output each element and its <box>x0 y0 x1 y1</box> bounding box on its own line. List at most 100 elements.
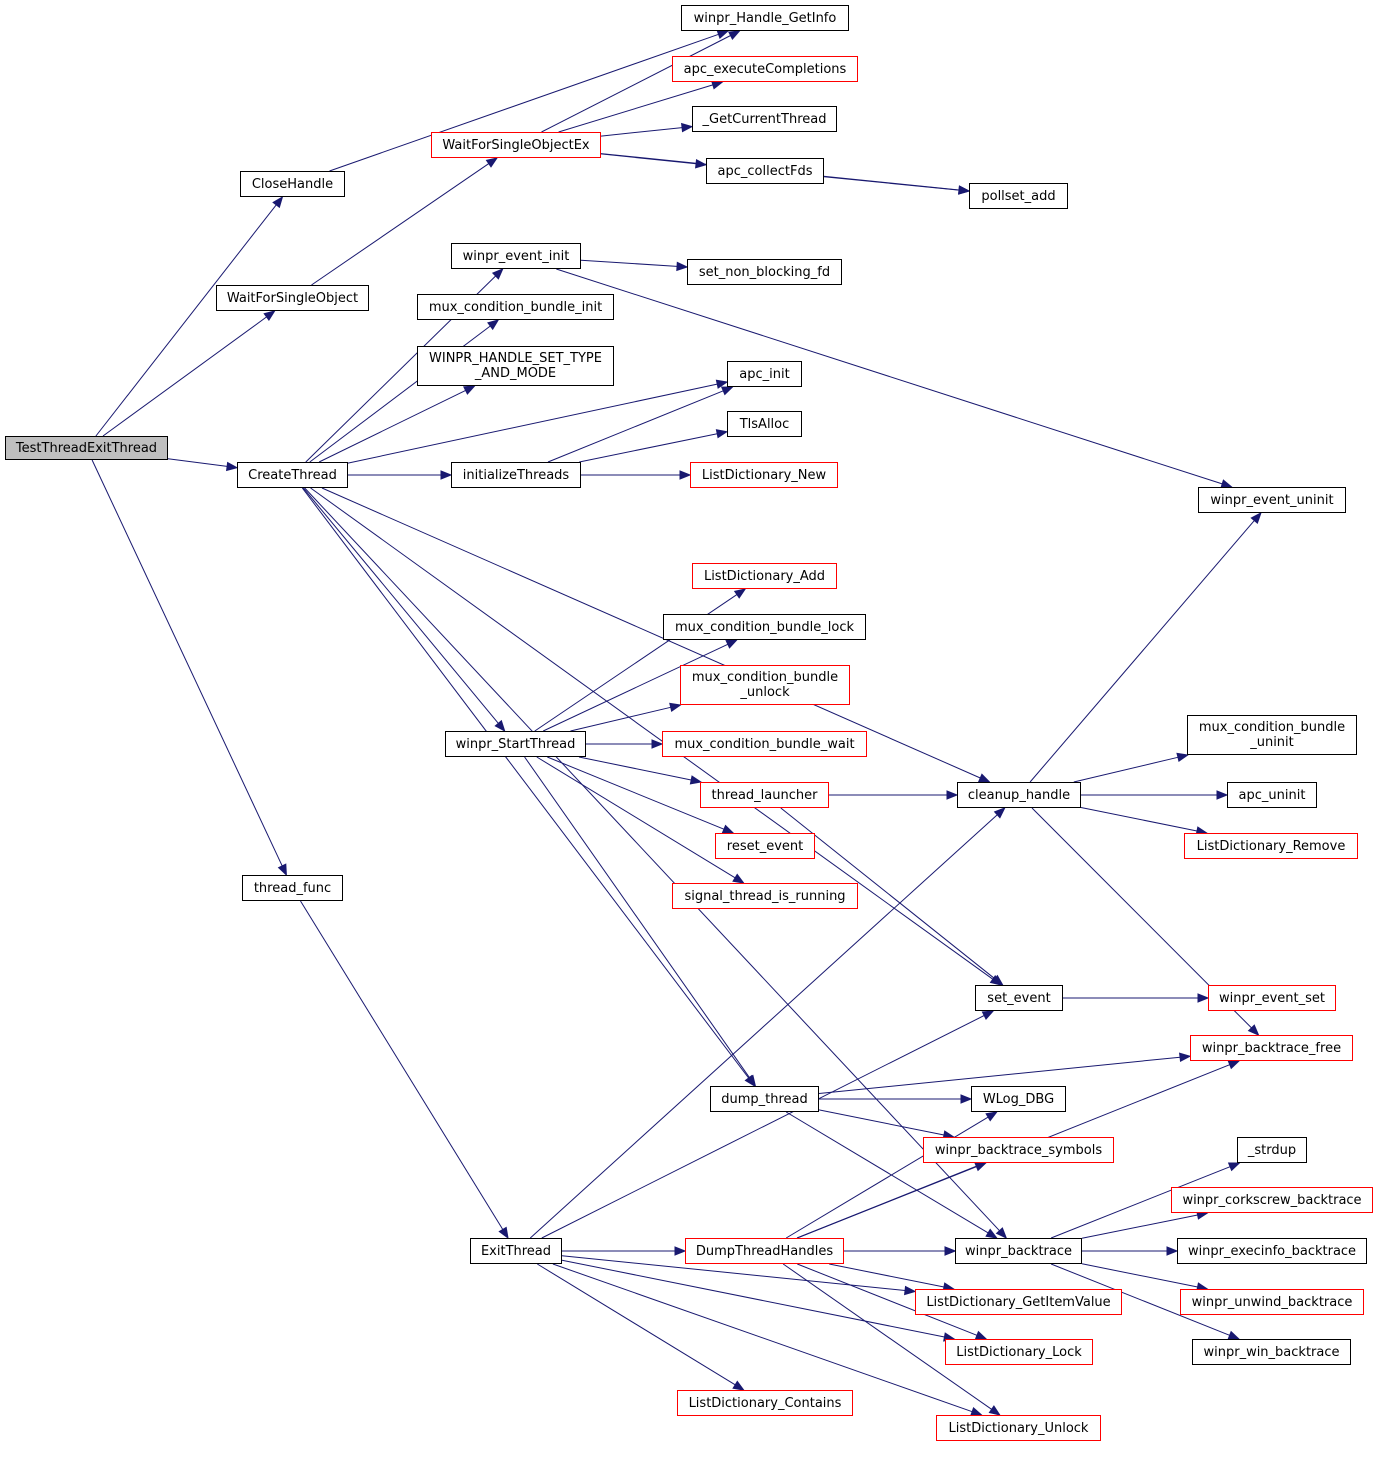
edge-winpr-startthread-to-reset-event <box>547 756 725 830</box>
edge-arrowhead <box>1250 511 1262 525</box>
node-winpr-backtrace-symbols[interactable]: winpr_backtrace_symbols <box>923 1137 1114 1163</box>
edge-arrowhead <box>491 268 504 280</box>
node-winpr-win-backtrace[interactable]: winpr_win_backtrace <box>1192 1339 1351 1365</box>
node-signal-thread-is-running[interactable]: signal_thread_is_running <box>672 883 858 909</box>
edge-cleanup-handle-to-winpr-event-uninit <box>1029 520 1255 783</box>
edge-arrowhead <box>263 310 276 321</box>
node-waitforsingleobject[interactable]: WaitForSingleObject <box>216 285 369 311</box>
edge-winpr-startthread-to-dump-thread <box>524 756 751 1079</box>
edge-arrowhead <box>993 807 1006 819</box>
node-dumpthreadhandles[interactable]: DumpThreadHandles <box>685 1238 844 1264</box>
edge-testthreadexitthread-to-thread-func <box>91 459 283 867</box>
edge-exitthread-to-listdictionary-getitemvalue <box>561 1255 906 1291</box>
edge-dump-thread-to-winpr-backtrace-symbols <box>818 1109 945 1136</box>
edge-winpr-startthread-to-signal-thread-is-running <box>536 756 736 879</box>
edge-winpr-backtrace-to-winpr-corkscrew-backtrace <box>1081 1214 1198 1239</box>
node-initializethreads[interactable]: initializeThreads <box>451 462 581 488</box>
edge-arrowhead <box>981 1010 995 1020</box>
node-pollset-add[interactable]: pollset_add <box>969 183 1068 209</box>
edge-waitforsingleobjectex-to-apc-executecompletions <box>558 84 713 133</box>
edge-arrowhead <box>715 379 729 389</box>
edge-arrowhead <box>985 1111 998 1122</box>
node-closehandle[interactable]: CloseHandle <box>240 171 345 197</box>
node-winpr-handle-set-type-and-mode[interactable]: WINPR_HANDLE_SET_TYPE _AND_MODE <box>417 346 614 386</box>
node-winpr-backtrace-free[interactable]: winpr_backtrace_free <box>1190 1035 1353 1061</box>
edge-cleanup-handle-to-listdictionary-remove <box>1080 807 1198 832</box>
node-wlog-dbg[interactable]: WLog_DBG <box>971 1086 1066 1112</box>
node-set-event[interactable]: set_event <box>975 985 1063 1011</box>
edge-createthread-to-apc-init <box>347 383 718 464</box>
node-listdictionary-contains[interactable]: ListDictionary_Contains <box>677 1390 853 1416</box>
node-listdictionary-getitemvalue[interactable]: ListDictionary_GetItemValue <box>915 1289 1122 1315</box>
edge-exitthread-to-listdictionary-contains <box>537 1263 736 1386</box>
node-listdictionary-add[interactable]: ListDictionary_Add <box>692 563 837 589</box>
edge-waitforsingleobject-to-waitforsingleobjectex <box>311 163 490 286</box>
edge-exitthread-to-set-event <box>541 1015 985 1239</box>
node-apc-collectfds[interactable]: apc_collectFds <box>706 158 824 184</box>
edge-createthread-to-dump-thread <box>301 487 749 1079</box>
node-winpr-corkscrew-backtrace[interactable]: winpr_corkscrew_backtrace <box>1171 1187 1373 1213</box>
node-winpr-event-init[interactable]: winpr_event_init <box>451 243 581 269</box>
edge-apc-collectfds-to-pollset-add <box>823 176 960 191</box>
edge-dumpthreadhandles-to-wlog-dbg <box>785 1116 989 1239</box>
node-winpr-backtrace[interactable]: winpr_backtrace <box>955 1238 1082 1264</box>
node-apc-executecompletions[interactable]: apc_executeCompletions <box>672 56 858 82</box>
edge-arrowhead <box>977 773 991 783</box>
node-listdictionary-remove[interactable]: ListDictionary_Remove <box>1184 833 1358 859</box>
edge-arrowhead <box>689 775 703 785</box>
edge-exitthread-to-cleanup-handle <box>529 814 998 1239</box>
edge-dump-thread-to-winpr-backtrace <box>785 1111 989 1234</box>
edge-arrowhead <box>728 30 741 40</box>
node-set-non-blocking-fd[interactable]: set_non_blocking_fd <box>687 259 842 285</box>
edge-arrowhead <box>494 719 506 733</box>
node-reset-event[interactable]: reset_event <box>715 833 815 859</box>
node-listdictionary-new[interactable]: ListDictionary_New <box>690 462 838 488</box>
node-listdictionary-lock[interactable]: ListDictionary_Lock <box>945 1339 1093 1365</box>
node-mux-condition-bundle-unlock[interactable]: mux_condition_bundle _unlock <box>680 665 850 705</box>
node-createthread[interactable]: CreateThread <box>237 462 348 488</box>
edge-arrowhead <box>1176 752 1190 763</box>
node-mux-condition-bundle-uninit[interactable]: mux_condition_bundle _uninit <box>1187 715 1357 755</box>
node-strdup[interactable]: _strdup <box>1237 1137 1307 1163</box>
node-thread-launcher[interactable]: thread_launcher <box>700 782 829 808</box>
edge-winpr-startthread-to-thread-launcher <box>578 756 692 781</box>
edge-arrowhead <box>1216 790 1229 800</box>
edge-arrowhead <box>651 739 664 749</box>
node-tlsalloc[interactable]: TlsAlloc <box>727 411 802 437</box>
node-exitthread[interactable]: ExitThread <box>470 1238 562 1264</box>
edge-arrowhead <box>732 1380 745 1391</box>
node-waitforsingleobjectex[interactable]: WaitForSingleObjectEx <box>431 132 601 158</box>
edge-createthread-to-winpr-startthread <box>302 487 499 724</box>
edge-createthread-to-cleanup-handle <box>321 487 981 779</box>
node-winpr-handle-getinfo[interactable]: winpr_Handle_GetInfo <box>681 5 849 31</box>
edge-arrowhead <box>487 319 500 331</box>
node-mux-condition-bundle-lock[interactable]: mux_condition_bundle_lock <box>663 614 866 640</box>
node-cleanup-handle[interactable]: cleanup_handle <box>957 782 1081 808</box>
edge-arrowhead <box>946 790 959 800</box>
node-winpr-unwind-backtrace[interactable]: winpr_unwind_backtrace <box>1180 1289 1364 1315</box>
node-apc-init[interactable]: apc_init <box>727 361 802 387</box>
node-dump-thread[interactable]: dump_thread <box>710 1086 819 1112</box>
edge-arrowhead <box>440 470 453 480</box>
node-winpr-execinfo-backtrace[interactable]: winpr_execinfo_backtrace <box>1177 1238 1367 1264</box>
edge-arrowhead <box>1227 1060 1241 1070</box>
node-winpr-event-uninit[interactable]: winpr_event_uninit <box>1198 487 1346 513</box>
edge-arrowhead <box>904 1285 917 1296</box>
node-mux-condition-bundle-init[interactable]: mux_condition_bundle_init <box>417 294 614 320</box>
node-mux-condition-bundle-wait[interactable]: mux_condition_bundle_wait <box>662 731 867 757</box>
edge-arrowhead <box>988 1405 1001 1416</box>
edge-winpr-backtrace-to-strdup <box>1050 1166 1231 1239</box>
edge-arrowhead <box>991 974 1004 986</box>
edge-dumpthreadhandles-to-listdictionary-unlock <box>782 1263 992 1410</box>
node-apc-uninit[interactable]: apc_uninit <box>1227 782 1317 808</box>
node-listdictionary-unlock[interactable]: ListDictionary_Unlock <box>936 1415 1101 1441</box>
edge-cleanup-handle-to-mux-condition-bundle-uninit <box>1073 756 1179 783</box>
node-thread-func[interactable]: thread_func <box>242 875 343 901</box>
node-testthreadexitthread: TestThreadExitThread <box>5 436 168 460</box>
node-winpr-event-set[interactable]: winpr_event_set <box>1208 985 1336 1011</box>
edge-initializethreads-to-tlsalloc <box>579 433 718 463</box>
edge-arrowhead <box>1197 993 1210 1003</box>
node-getcurrentthread[interactable]: _GetCurrentThread <box>692 106 837 132</box>
edge-arrowhead <box>679 470 692 480</box>
node-winpr-startthread[interactable]: winpr_StartThread <box>445 731 586 757</box>
